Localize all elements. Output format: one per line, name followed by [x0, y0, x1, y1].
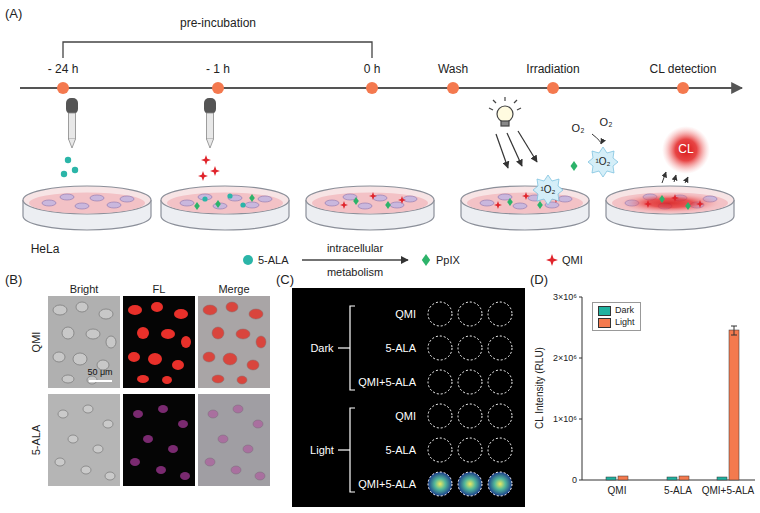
plate-wells [292, 288, 525, 507]
legend-row: Light [598, 317, 635, 329]
arrow-label: metabolism [327, 266, 383, 279]
time-label: 0 h [364, 63, 381, 77]
legend-swatch [598, 318, 611, 328]
dark-image-box: DarkQMI5-ALAQMI+5-ALALightQMI5-ALAQMI+5-… [292, 288, 525, 507]
oxygen-label: O₂ [600, 116, 613, 129]
category-label: QMI+5-ALA [702, 485, 755, 497]
legend-text: Dark [615, 305, 634, 317]
key-label: 5-ALA [258, 254, 289, 267]
column-header: Bright [70, 283, 99, 296]
bracket-label: pre-incubation [180, 17, 256, 31]
row-label: QMI+5-ALA [358, 376, 416, 389]
group-label: Dark [310, 342, 333, 355]
step-label: Irradiation [526, 63, 579, 77]
group-label: Light [310, 444, 334, 457]
row-label: QMI [395, 410, 416, 423]
key-label: PpIX [436, 254, 460, 267]
category-label: QMI [608, 485, 627, 497]
time-label: - 1 h [206, 63, 230, 77]
oxygen-label: O₂ [572, 122, 585, 135]
panel-letter: (A) [5, 7, 22, 22]
tick-label: 3×10⁶ [553, 292, 577, 302]
chart-legend: DarkLight [592, 302, 641, 331]
singlet-oxygen-label: ¹O₂ [596, 156, 611, 168]
cell-label: HeLa [31, 243, 60, 257]
panel-letter: (D) [530, 273, 548, 288]
key-label: QMI [562, 254, 583, 267]
tick-label: 2×10⁶ [553, 353, 577, 363]
time-label: - 24 h [48, 63, 79, 77]
tick-label: 1×10⁶ [553, 414, 577, 424]
category-label: 5-ALA [664, 485, 692, 497]
panel-letter: (C) [276, 273, 294, 288]
row-label: QMI+5-ALA [358, 478, 416, 491]
legend-row: Dark [598, 305, 635, 317]
singlet-oxygen-label: ¹O₂ [541, 184, 556, 196]
arrow-label: intracellular [327, 242, 383, 255]
glow-label: CL [678, 143, 693, 157]
row-label: QMI [30, 332, 43, 353]
step-label: Wash [438, 63, 468, 77]
column-header: Merge [218, 283, 249, 296]
row-label: 5-ALA [385, 342, 416, 355]
axis-title: CL Intensity (RLU) [534, 347, 546, 429]
step-label: CL detection [650, 63, 717, 77]
scale-label: 50 μm [87, 367, 112, 377]
row-label: 5-ALA [30, 425, 43, 456]
legend-swatch [598, 306, 611, 316]
row-label: QMI [395, 308, 416, 321]
tick-label: 0 [572, 475, 577, 485]
panel-letter: (B) [5, 273, 22, 288]
row-label: 5-ALA [385, 444, 416, 457]
column-header: FL [153, 283, 166, 296]
legend-text: Light [615, 317, 635, 329]
